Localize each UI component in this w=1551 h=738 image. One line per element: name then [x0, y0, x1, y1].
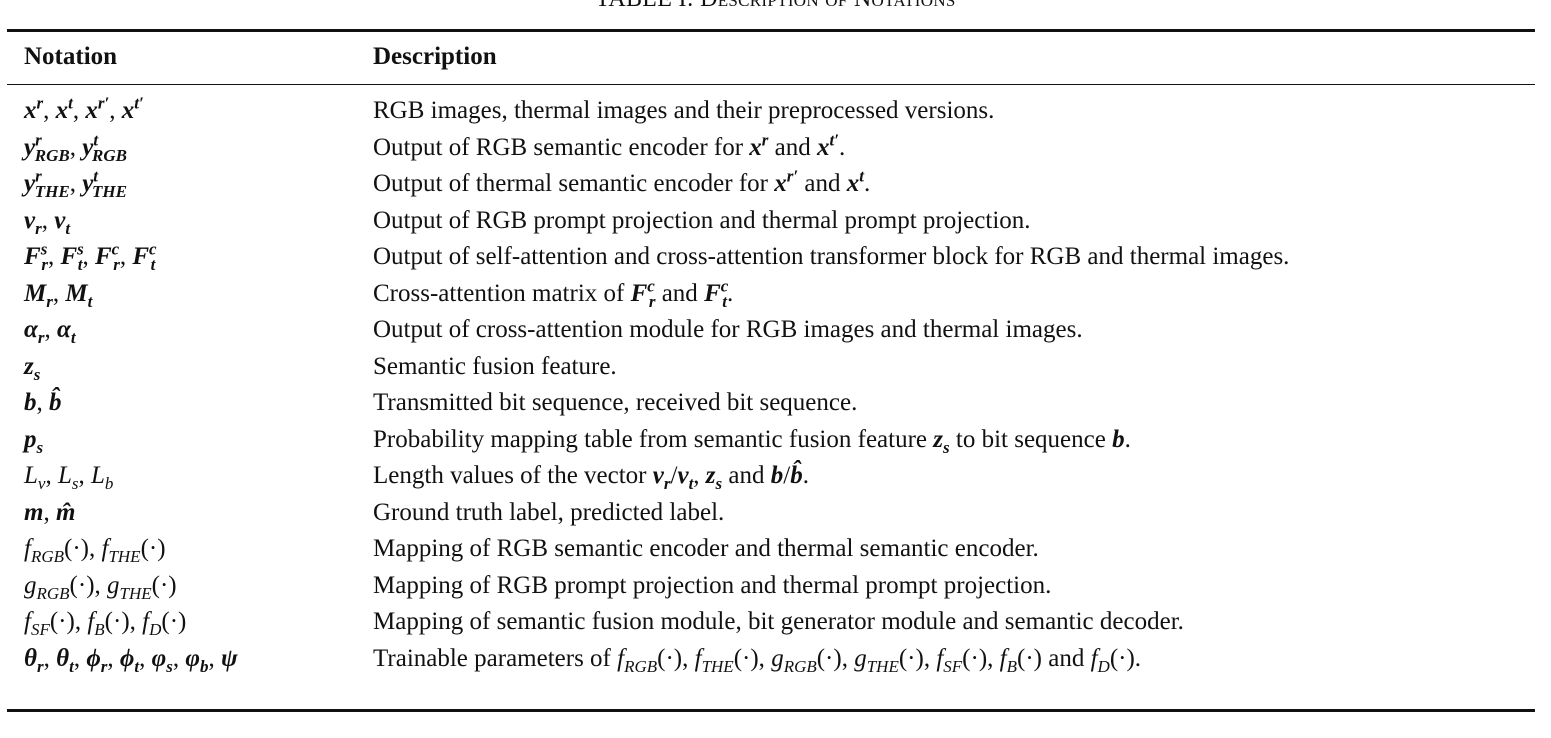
notation-cell: yrRGB, ytRGB: [24, 130, 128, 165]
description-cell: Mapping of RGB semantic encoder and ther…: [373, 535, 1039, 562]
table-row: zs Semantic fusion feature.: [0, 350, 1551, 387]
header-description: Description: [373, 43, 497, 70]
description-cell: Trainable parameters of fRGB(·), fTHE(·)…: [373, 644, 1142, 676]
header-rule: [7, 84, 1535, 85]
description-cell: Output of self-attention and cross-atten…: [373, 243, 1290, 270]
description-cell: Length values of the vector vr/vt, zs an…: [373, 462, 809, 493]
notation-cell: Mr, Mt: [24, 279, 93, 311]
table-row: fRGB(·), fTHE(·) Mapping of RGB semantic…: [0, 532, 1551, 569]
table-row: αr, αt Output of cross-attention module …: [0, 313, 1551, 350]
notation-cell: b, b̂: [24, 389, 62, 416]
description-cell: Cross-attention matrix of Fcr and Fct.: [373, 276, 734, 311]
description-cell: Ground truth label, predicted label.: [373, 498, 725, 526]
notation-cell: yrTHE, ytTHE: [24, 166, 127, 201]
notation-cell: fRGB(·), fTHE(·): [24, 535, 166, 566]
description-cell: Output of cross-attention module for RGB…: [373, 316, 1083, 343]
description-cell: Mapping of RGB prompt projection and the…: [373, 571, 1052, 599]
table-row: yrTHE, ytTHE Output of thermal semantic …: [0, 167, 1551, 204]
notation-cell: ps: [24, 425, 44, 457]
notation-cell: fSF(·), fB(·), fD(·): [24, 608, 187, 639]
description-cell: RGB images, thermal images and their pre…: [373, 97, 995, 124]
notation-cell: zs: [24, 352, 41, 384]
table-row: θr, θt, ϕr, ϕt, φs, φb, ψ Trainable para…: [0, 642, 1551, 679]
notation-cell: gRGB(·), gTHE(·): [24, 571, 177, 603]
description-cell: Output of RGB prompt projection and ther…: [373, 206, 1031, 234]
notation-cell: Fsr, Fst, Fcr, Fct: [24, 239, 157, 274]
notation-cell: Lv, Ls, Lb: [24, 462, 114, 493]
description-cell: Output of RGB semantic encoder for xr an…: [373, 130, 846, 161]
bottom-rule: [7, 709, 1535, 712]
header-notation: Notation: [24, 43, 118, 70]
table-row: xr, xt, xr′, xt′ RGB images, thermal ima…: [0, 94, 1551, 131]
notation-cell: αr, αt: [24, 316, 76, 347]
table-row: b, b̂ Transmitted bit sequence, received…: [0, 386, 1551, 423]
top-rule: [7, 29, 1535, 32]
table-row: Mr, Mt Cross-attention matrix of Fcr and…: [0, 277, 1551, 314]
description-cell: Output of thermal semantic encoder for x…: [373, 166, 871, 197]
table-body: xr, xt, xr′, xt′ RGB images, thermal ima…: [0, 94, 1551, 678]
notation-cell: θr, θt, ϕr, ϕt, φs, φb, ψ: [24, 644, 238, 676]
table-row: fSF(·), fB(·), fD(·) Mapping of semantic…: [0, 605, 1551, 642]
description-cell: Mapping of semantic fusion module, bit g…: [373, 608, 1184, 635]
notation-cell: vr, vt: [24, 206, 71, 238]
description-cell: Probability mapping table from semantic …: [373, 425, 1131, 457]
description-cell: Transmitted bit sequence, received bit s…: [373, 389, 858, 416]
table-row: Fsr, Fst, Fcr, Fct Output of self-attent…: [0, 240, 1551, 277]
notation-cell: xr, xt, xr′, xt′: [24, 93, 144, 124]
table-row: m, m̂ Ground truth label, predicted labe…: [0, 496, 1551, 533]
table-row: gRGB(·), gTHE(·) Mapping of RGB prompt p…: [0, 569, 1551, 606]
table-row: yrRGB, ytRGB Output of RGB semantic enco…: [0, 131, 1551, 168]
description-cell: Semantic fusion feature.: [373, 352, 617, 380]
table-row: ps Probability mapping table from semant…: [0, 423, 1551, 460]
table-caption: TABLE I: Description of Notations: [0, 0, 1551, 11]
notation-cell: m, m̂: [24, 498, 76, 526]
table-row: vr, vt Output of RGB prompt projection a…: [0, 204, 1551, 241]
table-row: Lv, Ls, Lb Length values of the vector v…: [0, 459, 1551, 496]
